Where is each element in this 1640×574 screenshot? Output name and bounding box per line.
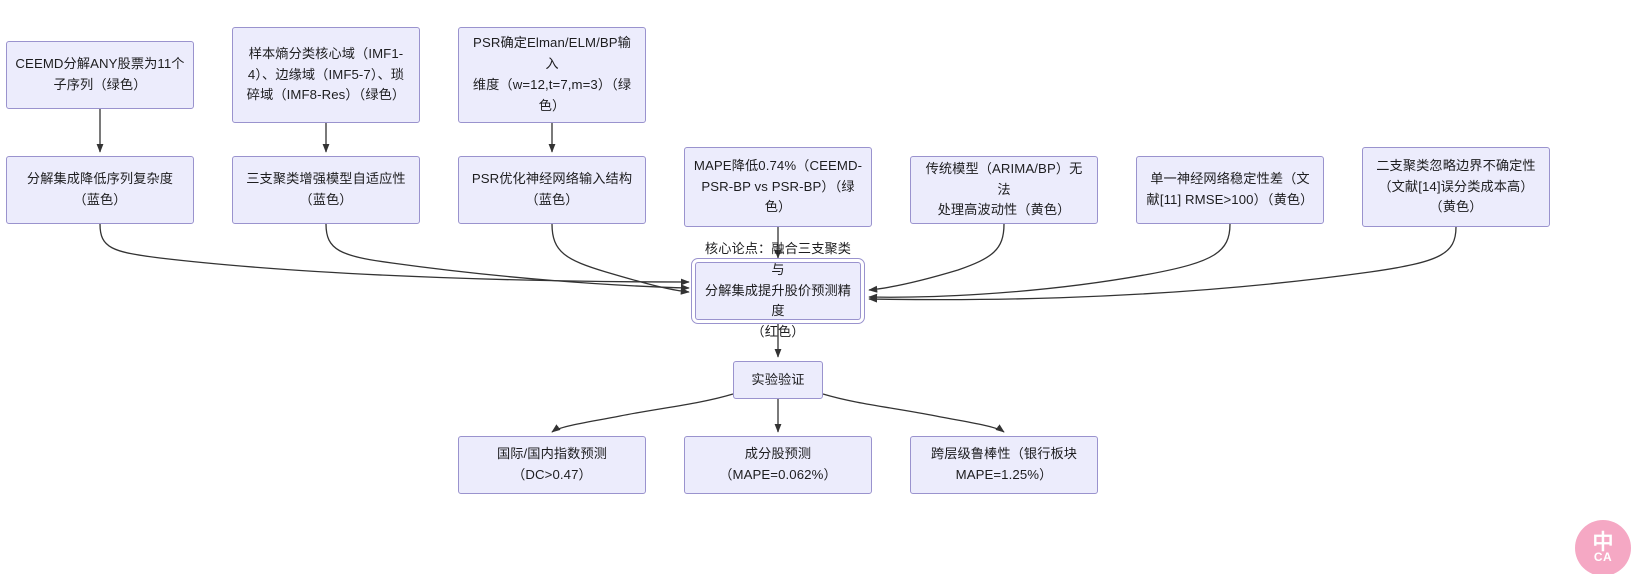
node-psr-optimizes-network-input[interactable]: PSR优化神经网络输入结构 （蓝色） [458,156,646,224]
edge-n12-n15 [822,393,1005,433]
node-traditional-models-limitation[interactable]: 传统模型（ARIMA/BP）无法 处理高波动性（黄色） [910,156,1098,224]
node-label: 三支聚类增强模型自适应性 （蓝色） [246,171,406,207]
node-label: 跨层级鲁棒性（银行板块 MAPE=1.25%） [930,446,1078,482]
node-experimental-verification[interactable]: 实验验证 [733,361,823,399]
edge-n4-n11 [99,223,690,286]
node-two-way-clustering-boundary[interactable]: 二支聚类忽略边界不确定性 （文献[14]误分类成本高） （黄色） [1362,147,1550,227]
edge-n10-n11 [868,226,1457,303]
edge-n9-n11 [868,223,1231,301]
node-label: 二支聚类忽略边界不确定性 （文献[14]误分类成本高） （黄色） [1376,157,1536,215]
node-mape-reduction[interactable]: MAPE降低0.74%（CEEMD- PSR-BP vs PSR-BP）（绿 色… [684,147,872,227]
watermark-badge: 中 CA [1575,520,1631,574]
node-label: PSR优化神经网络输入结构 （蓝色） [471,171,633,207]
edge-n5-n11 [325,223,690,292]
watermark-sub-text: CA [1593,550,1613,565]
node-label: 分解集成降低序列复杂度 （蓝色） [26,171,174,207]
node-three-way-clustering-adaptivity[interactable]: 三支聚类增强模型自适应性 （蓝色） [232,156,420,224]
node-index-prediction-result[interactable]: 国际/国内指数预测 （DC>0.47） [458,436,646,494]
node-decomposition-reduces-complexity[interactable]: 分解集成降低序列复杂度 （蓝色） [6,156,194,224]
node-constituent-stock-result[interactable]: 成分股预测 （MAPE=0.062%） [684,436,872,494]
node-label: 样本熵分类核心域（IMF1- 4）、边缘域（IMF5-7）、琐 碎域（IMF8-… [246,45,406,103]
node-label: 单一神经网络稳定性差（文 献[11] RMSE>100）（黄色） [1146,171,1314,207]
node-label: CEEMD分解ANY股票为11个 子序列（绿色） [15,56,185,92]
node-label: 传统模型（ARIMA/BP）无法 处理高波动性（黄色） [925,160,1083,218]
node-sample-entropy-classification[interactable]: 样本熵分类核心域（IMF1- 4）、边缘域（IMF5-7）、琐 碎域（IMF8-… [232,27,420,123]
edge-n8-n11 [868,223,1005,293]
node-label: 成分股预测 （MAPE=0.062%） [719,446,837,482]
node-label: 实验验证 [751,371,805,387]
node-label: PSR确定Elman/ELM/BP输入 维度（w=12,t=7,m=3）（绿 色… [472,35,632,113]
node-ceemd-decomposition[interactable]: CEEMD分解ANY股票为11个 子序列（绿色） [6,41,194,109]
edge-n6-n11 [551,223,690,295]
node-psr-input-dimension[interactable]: PSR确定Elman/ELM/BP输入 维度（w=12,t=7,m=3）（绿 色… [458,27,646,123]
node-core-argument[interactable]: 核心论点：融合三支聚类与 分解集成提升股价预测精度 （红色） [691,241,865,339]
node-single-network-instability[interactable]: 单一神经网络稳定性差（文 献[11] RMSE>100）（黄色） [1136,156,1324,224]
node-cross-level-robustness-result[interactable]: 跨层级鲁棒性（银行板块 MAPE=1.25%） [910,436,1098,494]
node-label: 核心论点：融合三支聚类与 分解集成提升股价预测精度 （红色） [704,240,852,340]
node-label: MAPE降低0.74%（CEEMD- PSR-BP vs PSR-BP）（绿 色… [693,157,863,215]
watermark-main-text: 中 [1592,530,1614,554]
edge-n12-n13 [551,393,734,433]
node-label: 国际/国内指数预测 （DC>0.47） [496,446,608,482]
